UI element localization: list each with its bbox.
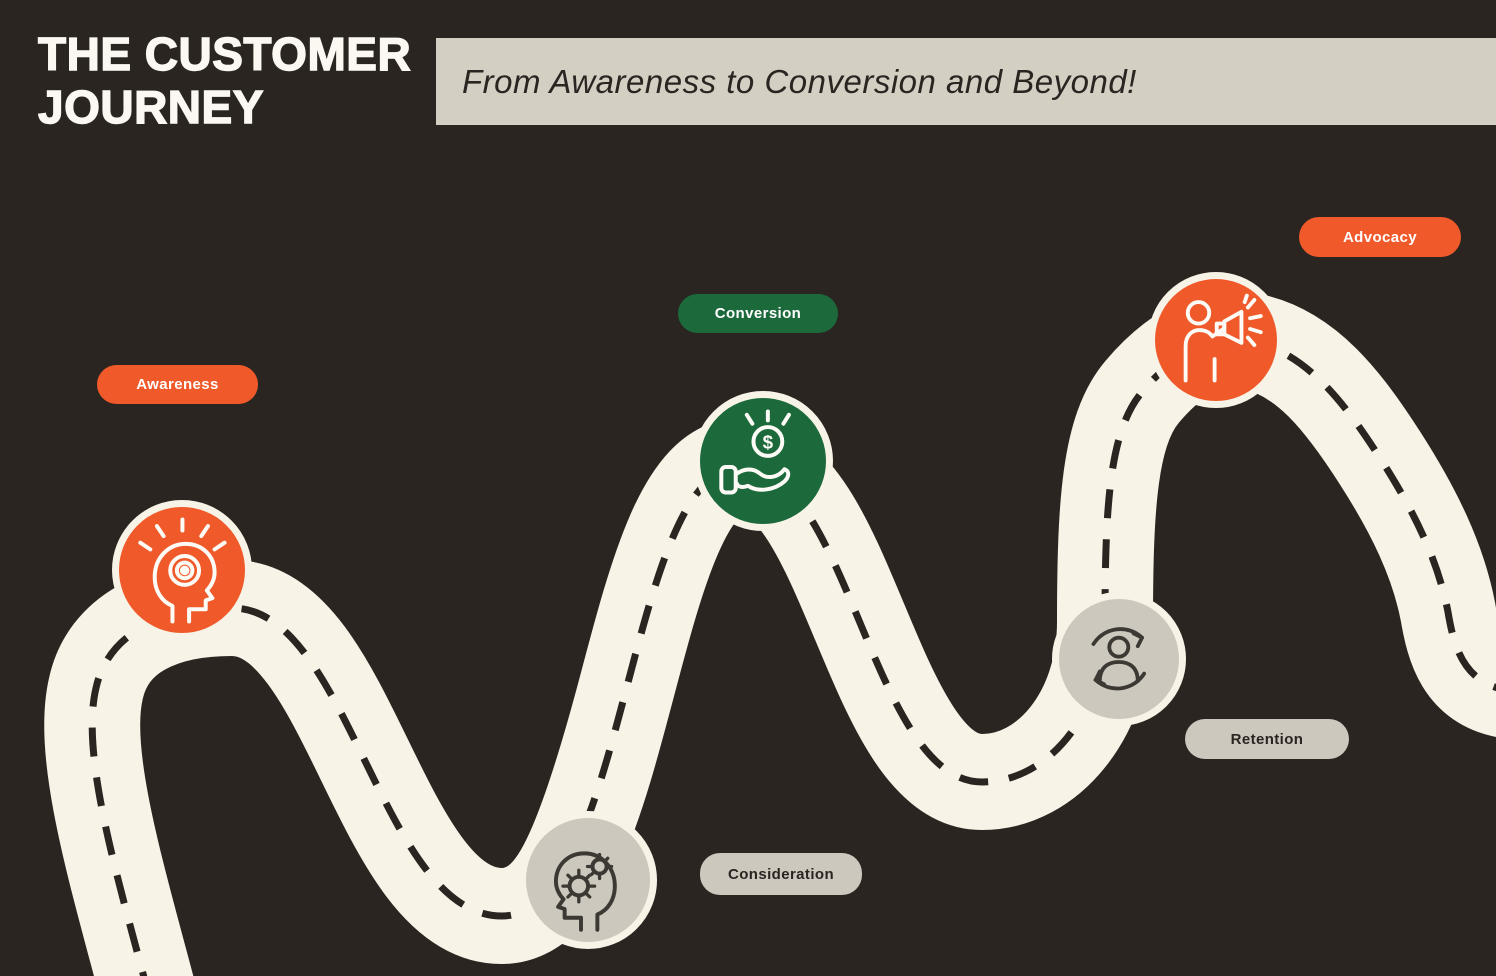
person-loop-icon [1091, 627, 1147, 691]
subtitle-text: From Awareness to Conversion and Beyond! [462, 62, 1137, 100]
badge-conversion: Conversion [678, 294, 838, 333]
badge-retention: Retention [1185, 719, 1349, 759]
badge-retention-label: Retention [1230, 730, 1304, 748]
badge-conversion-label: Conversion [714, 305, 802, 322]
badge-consideration: Consideration [700, 853, 862, 895]
badge-advocacy: Advocacy [1299, 217, 1461, 257]
hand-coin-icon: $ [718, 409, 791, 495]
node-retention [1052, 592, 1186, 726]
head-gears-icon [554, 851, 618, 933]
badge-awareness-label: Awareness [136, 376, 219, 393]
road-centerline [88, 335, 1496, 976]
coin-dollar-symbol: $ [762, 431, 773, 452]
badge-consideration-label: Consideration [727, 865, 835, 883]
title-line-2: JOURNEY [37, 80, 264, 133]
node-consideration [519, 811, 657, 949]
title-line-1: THE CUSTOMER [37, 27, 412, 80]
node-awareness [112, 500, 252, 640]
subtitle-bar: From Awareness to Conversion and Beyond! [436, 38, 1496, 125]
person-megaphone-icon [1183, 294, 1264, 383]
page-title: THE CUSTOMER JOURNEY [37, 27, 412, 134]
head-idea-target-icon [137, 517, 227, 623]
node-conversion: $ [693, 391, 833, 531]
badge-awareness: Awareness [97, 365, 258, 404]
badge-advocacy-label: Advocacy [1342, 228, 1418, 246]
node-advocacy [1148, 272, 1284, 408]
